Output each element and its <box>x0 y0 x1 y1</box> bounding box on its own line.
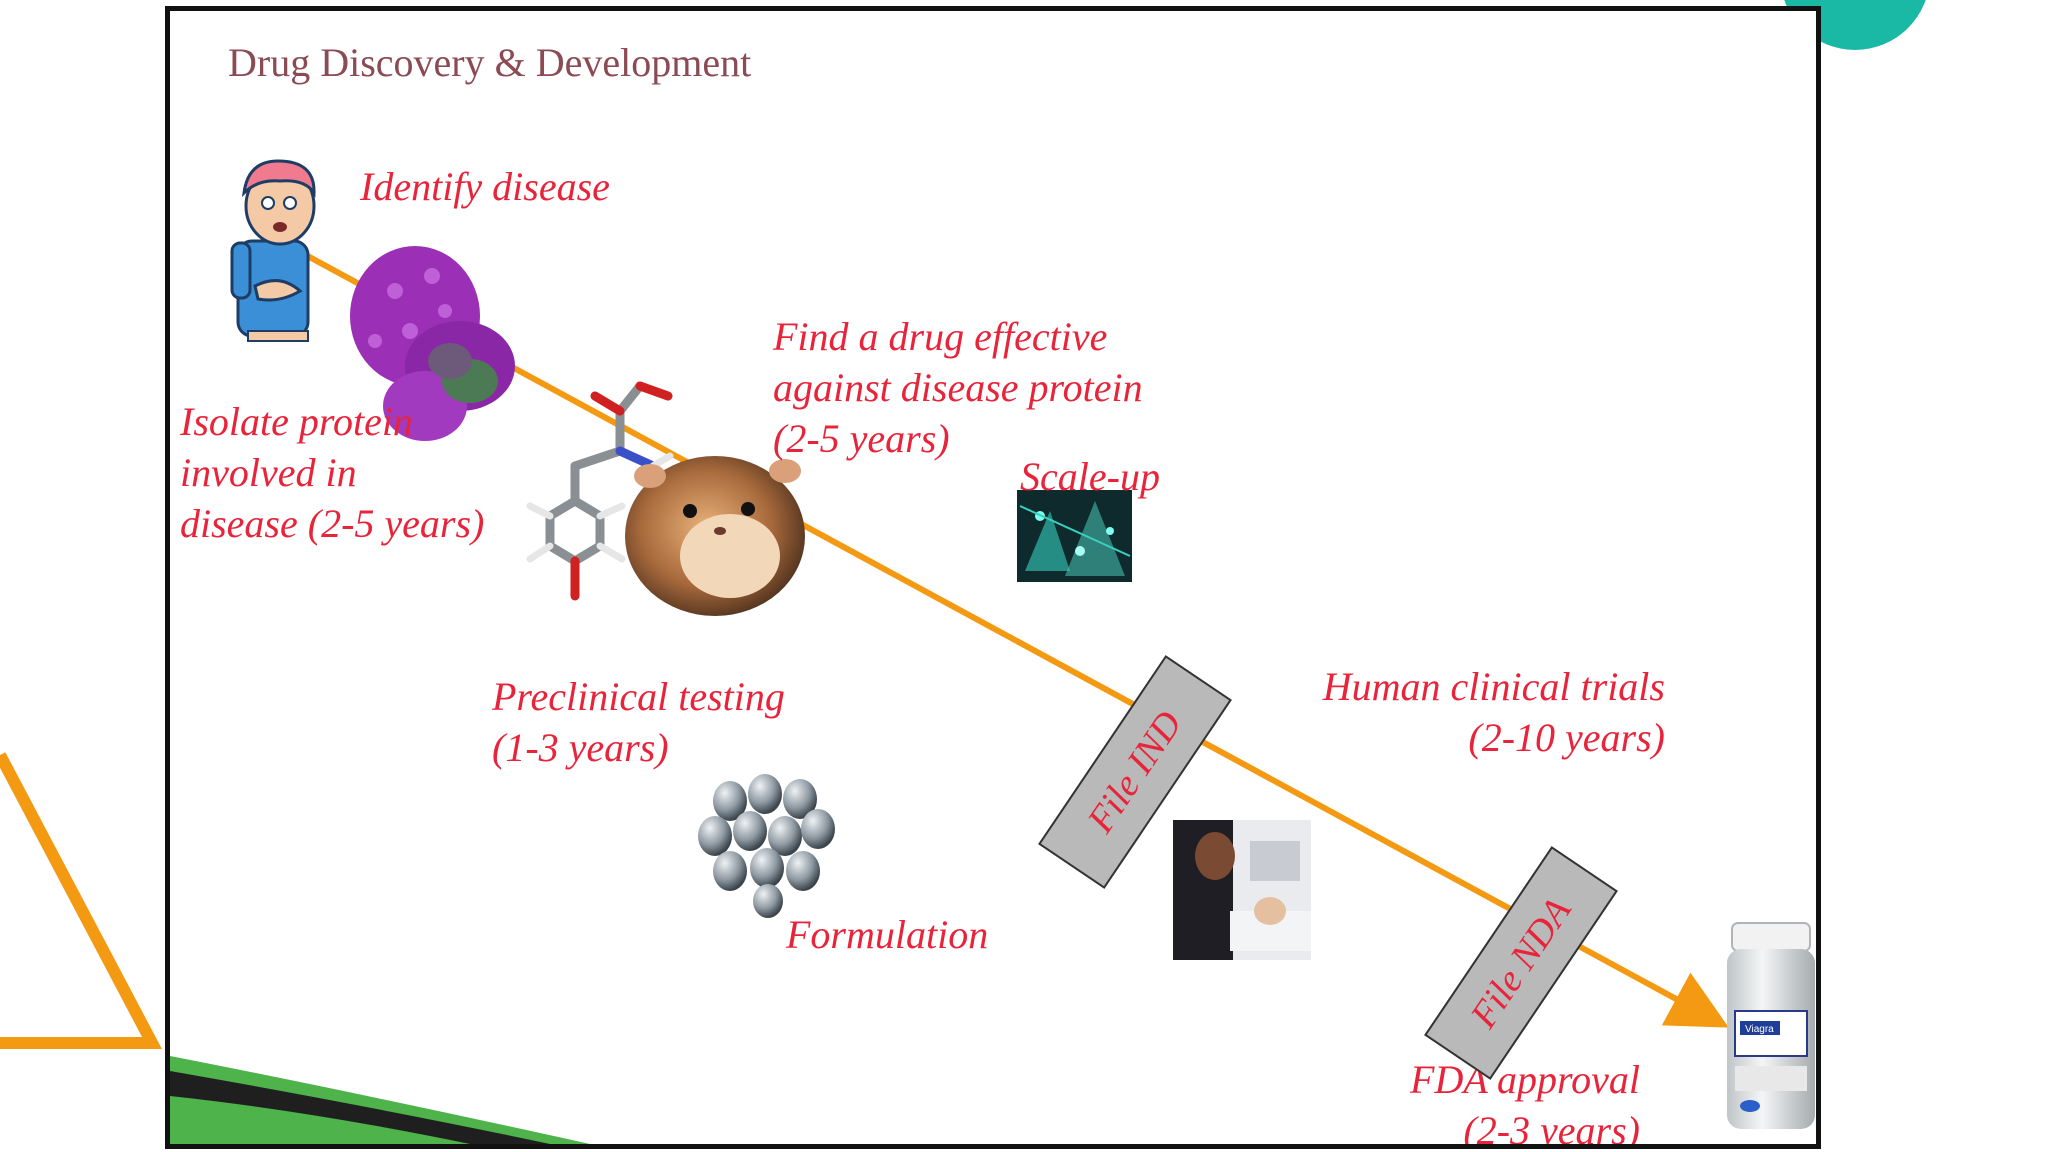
label-human-trials: Human clinical trials (2-10 years) <box>1315 661 1665 763</box>
isolate-line-1: Isolate protein <box>180 399 413 444</box>
label-preclinical: Preclinical testing (1-3 years) <box>492 671 785 773</box>
human-line-2: (2-10 years) <box>1468 715 1665 760</box>
green-swoosh <box>170 1056 590 1144</box>
diagram-title: Drug Discovery & Development <box>228 40 752 85</box>
label-find-drug: Find a drug effective against disease pr… <box>773 311 1143 464</box>
pill-bottle-icon: Viagra <box>1727 922 1815 1129</box>
preclinical-line-2: (1-3 years) <box>492 725 669 770</box>
clinical-patient-icon <box>1173 820 1311 960</box>
hamster-icon <box>625 456 805 616</box>
isolate-line-3: disease (2-5 years) <box>180 501 485 546</box>
find-line-1: Find a drug effective <box>773 314 1108 359</box>
find-line-3: (2-5 years) <box>773 416 950 461</box>
label-formulation: Formulation <box>786 909 988 960</box>
scaleup-text: Scale-up <box>1020 454 1160 499</box>
pills-icon <box>698 774 835 918</box>
timeline-arrow <box>278 238 1729 1028</box>
human-line-1: Human clinical trials <box>1322 664 1665 709</box>
chemical-structure-icon <box>526 381 674 601</box>
label-fda-approval: FDA approval (2-3 years) <box>1315 1054 1640 1149</box>
diagram-canvas: Viagra <box>170 159 1815 1144</box>
diagram-frame: Viagra Drug Discovery & Development Iden… <box>165 6 1821 1149</box>
fda-line-2: (2-3 years) <box>1463 1108 1640 1149</box>
isolate-line-2: involved in <box>180 450 357 495</box>
bottle-label: Viagra <box>1745 1024 1774 1035</box>
sick-person-icon <box>230 159 316 342</box>
identify-text: Identify disease <box>360 164 610 209</box>
black-swoosh <box>170 1071 550 1144</box>
label-identify-disease: Identify disease <box>360 161 610 212</box>
orange-triangle-outline <box>0 752 162 1049</box>
label-isolate-protein: Isolate protein involved in disease (2-5… <box>180 396 484 549</box>
label-scale-up: Scale-up <box>1020 451 1160 502</box>
factory-scaleup-icon <box>1017 490 1132 582</box>
preclinical-line-1: Preclinical testing <box>492 674 785 719</box>
protein-molecule-icon <box>350 246 515 441</box>
fda-line-1: FDA approval <box>1410 1057 1640 1102</box>
find-line-2: against disease protein <box>773 365 1143 410</box>
formulation-text: Formulation <box>786 912 989 957</box>
